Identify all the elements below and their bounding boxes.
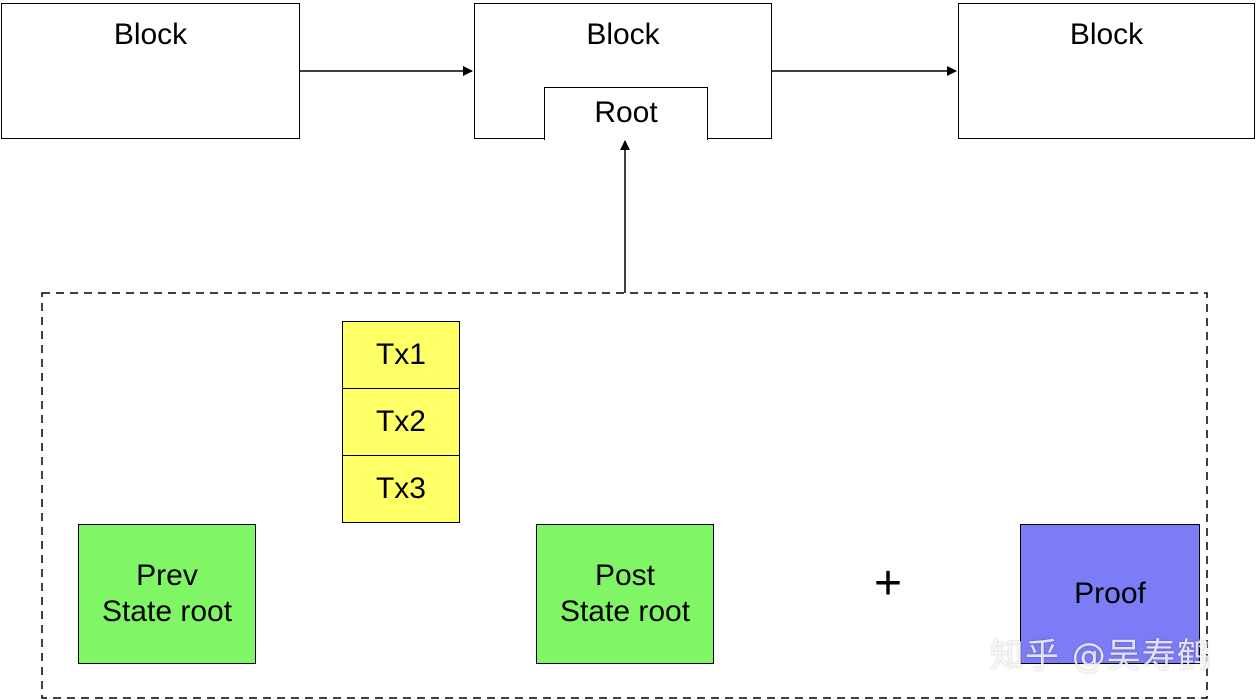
root-box: Root xyxy=(544,87,708,140)
block-middle-label: Block xyxy=(586,18,660,51)
post-state-line1: Post xyxy=(594,559,656,592)
prev-state-root: Prev State root xyxy=(78,524,256,664)
block-right-label: Block xyxy=(1069,18,1144,51)
prev-state-line2: State root xyxy=(101,595,233,628)
prev-state-line1: Prev xyxy=(136,559,198,592)
plus-sign: + xyxy=(873,557,903,610)
tx-2: Tx2 xyxy=(342,388,460,456)
root-label: Root xyxy=(594,96,658,129)
tx-3: Tx3 xyxy=(342,455,460,523)
block-left-label: Block xyxy=(113,18,188,51)
proof-label: Proof xyxy=(1074,577,1146,610)
post-state-line2: State root xyxy=(559,595,691,628)
block-middle: Block Root xyxy=(474,3,772,140)
tx-1: Tx1 xyxy=(342,321,460,389)
block-left: Block xyxy=(1,3,300,139)
post-state-root: Post State root xyxy=(536,524,714,664)
proof-box: Proof xyxy=(1020,524,1200,664)
block-right: Block xyxy=(958,3,1255,139)
watermark: 知乎 @吴寿鹤 xyxy=(990,636,1212,676)
